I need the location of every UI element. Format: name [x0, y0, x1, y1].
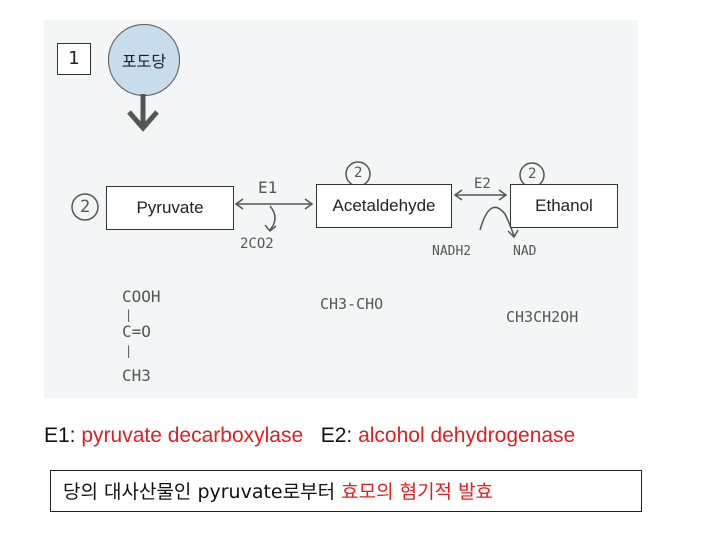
e1-name: pyruvate decarboxylase	[81, 424, 304, 447]
ethanol-node: Ethanol	[510, 184, 618, 228]
pyruvate-formula-line: |	[125, 344, 133, 358]
summary-highlight: 효모의 혐기적 발효	[341, 481, 494, 503]
e1-annotation: E1	[258, 178, 278, 197]
step-number-box: 1	[57, 43, 91, 75]
pyruvate-formula-line: C=O	[122, 322, 151, 341]
circled-2-label: 2	[354, 165, 363, 181]
summary-text: 당의 대사산물인 pyruvate로부터	[63, 481, 342, 503]
e2-name: alcohol dehydrogenase	[358, 424, 576, 447]
nadh-nad-arrow	[479, 206, 515, 237]
co2-branch-arrow	[269, 205, 276, 231]
nad-annotation: NAD	[513, 244, 537, 259]
circled-2-label: 2	[80, 197, 91, 217]
circled-2-label: 2	[528, 166, 537, 182]
summary-box: 당의 대사산물인 pyruvate로부터 효모의 혐기적 발효	[50, 470, 642, 512]
enzyme-legend: E1: pyruvate decarboxylase E2: alcohol d…	[44, 424, 575, 448]
pyruvate-formula-line: COOH	[122, 287, 161, 306]
e2-label: E2:	[320, 424, 353, 447]
ethanol-formula: CH3CH2OH	[506, 308, 579, 326]
acetaldehyde-node: Acetaldehyde	[316, 184, 452, 228]
pyruvate-node: Pyruvate	[106, 186, 234, 230]
acetaldehyde-formula: CH3-CHO	[320, 295, 384, 313]
glucose-label: 포도당	[121, 52, 167, 71]
glucose-circle	[108, 24, 180, 96]
pyruvate-formula-line: CH3	[122, 366, 151, 385]
e2-annotation: E2	[474, 176, 491, 192]
e1-label: E1:	[44, 424, 76, 447]
nadh2-annotation: NADH2	[432, 244, 472, 259]
down-arrow-head	[127, 110, 159, 132]
pyruvate-formula-line: |	[125, 308, 133, 322]
co2-annotation: 2CO2	[240, 236, 274, 252]
circled-2-marker	[71, 193, 99, 221]
